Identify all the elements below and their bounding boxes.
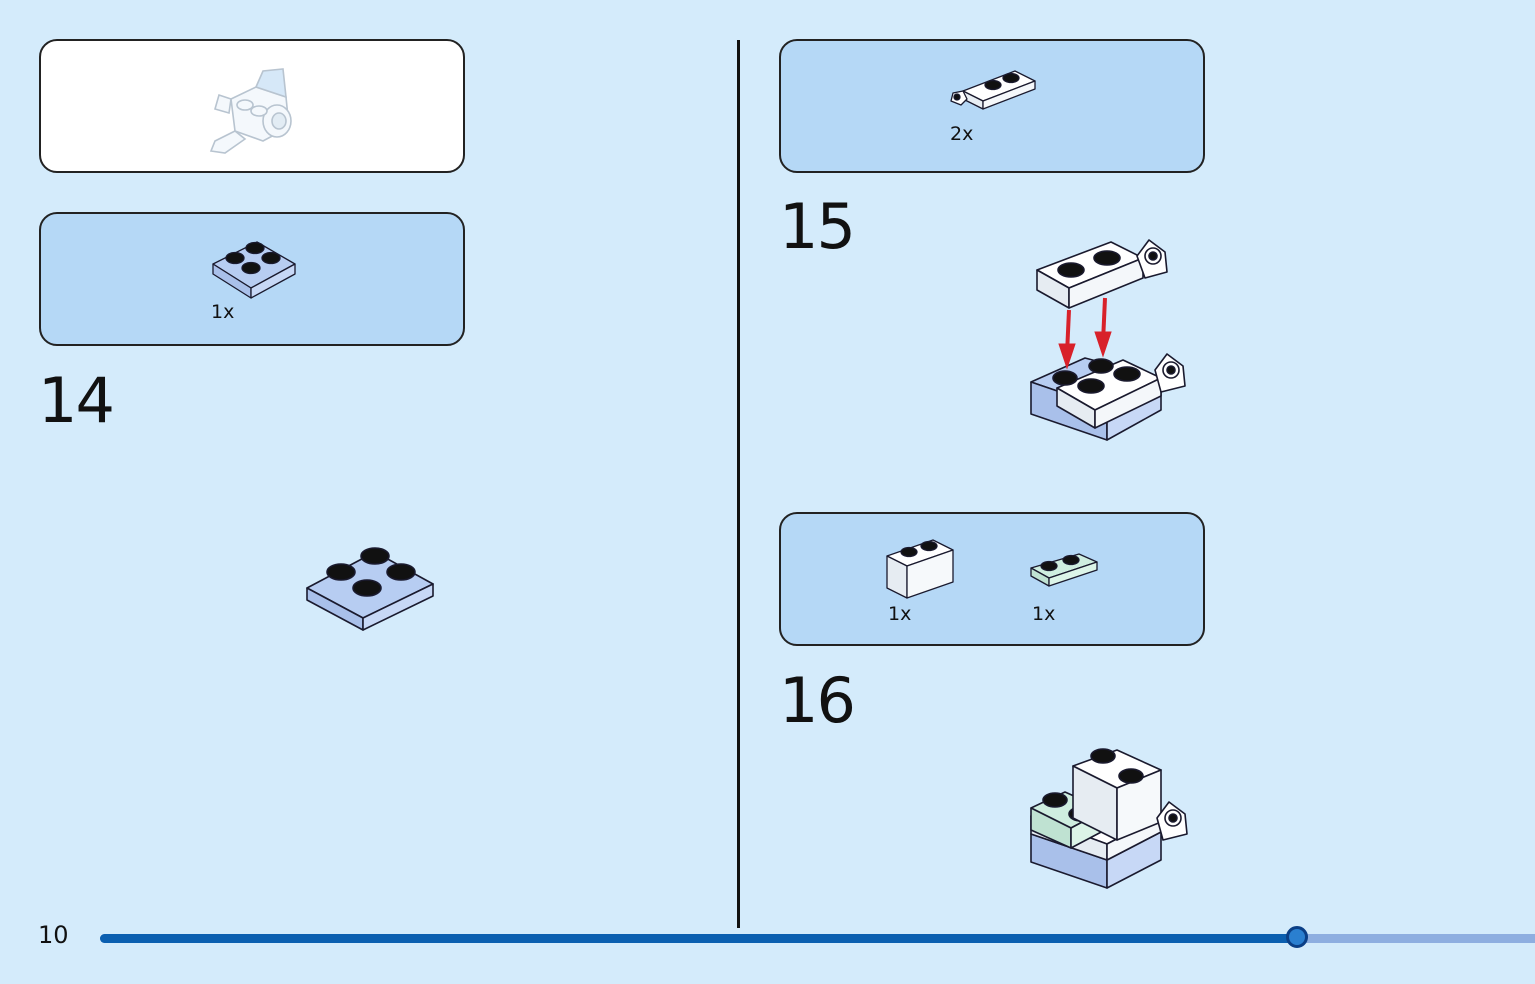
progress-fill xyxy=(100,934,1297,943)
part-quantity: 2x xyxy=(950,123,974,145)
plate-1x2-clip-white-icon xyxy=(950,70,1036,110)
plate-2x2-light-blue-icon xyxy=(212,241,296,299)
step-number: 16 xyxy=(779,664,856,737)
step-16-parts-box: 1x 1x xyxy=(779,512,1205,646)
brick-1x2-white-icon xyxy=(886,539,954,599)
step-16-build-illustration xyxy=(1030,748,1188,889)
step-15-parts-box: 2x xyxy=(779,39,1205,173)
part-quantity: 1x xyxy=(888,603,912,625)
step-number: 14 xyxy=(38,364,115,437)
step-14-build-illustration xyxy=(306,547,434,631)
step-15-build-illustration xyxy=(1030,239,1186,441)
step-number: 15 xyxy=(779,190,856,263)
part-quantity: 1x xyxy=(211,301,235,323)
page-number: 10 xyxy=(38,921,69,949)
page-divider xyxy=(737,40,740,928)
part-quantity: 1x xyxy=(1032,603,1056,625)
progress-knob[interactable] xyxy=(1285,926,1308,948)
submodel-preview-box xyxy=(39,39,465,173)
submodel-preview-icon xyxy=(209,68,292,154)
plate-1x2-mint-icon xyxy=(1030,553,1098,587)
step-14-parts-box: 1x xyxy=(39,212,465,346)
